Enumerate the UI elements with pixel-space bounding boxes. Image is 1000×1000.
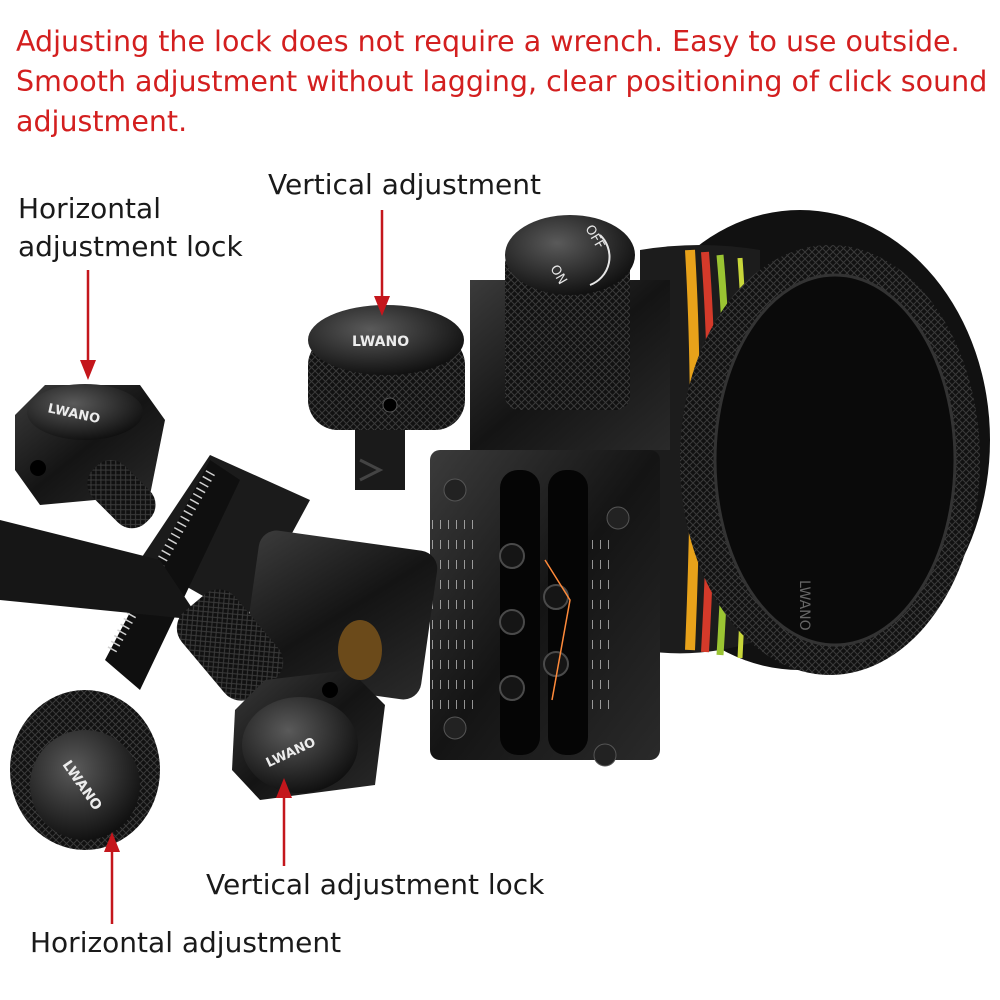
callout-arrows xyxy=(80,210,390,924)
horizontal-adjustment-knob: LWANO xyxy=(10,589,284,850)
label-vertical-adjustment: Vertical adjustment xyxy=(268,168,541,201)
logo-vertical-knob: LWANO xyxy=(352,334,409,350)
ring-logo: LWANO xyxy=(796,580,812,631)
vertical-lock-knob: LWANO xyxy=(232,620,385,800)
label-vertical-adjustment-lock: Vertical adjustment lock xyxy=(206,868,545,901)
vertical-adjustment-knob: LWANO xyxy=(308,305,465,490)
horizontal-bar xyxy=(0,455,438,700)
label-horizontal-adjustment: Horizontal adjustment xyxy=(30,926,342,959)
on-off-knob: ON OFF xyxy=(505,215,635,410)
arrow-vertical-adjustment xyxy=(374,210,390,316)
arrow-vertical-lock xyxy=(276,778,292,866)
label-horizontal-adjustment-lock: Horizontal adjustment lock xyxy=(18,192,243,263)
arrow-horizontal-lock xyxy=(80,270,96,380)
horizontal-lock-knob: LWANO xyxy=(15,384,165,529)
arrow-horizontal-adjustment xyxy=(104,832,120,924)
sight-frame xyxy=(430,280,670,767)
headline-text: Adjusting the lock does not require a wr… xyxy=(16,25,988,138)
